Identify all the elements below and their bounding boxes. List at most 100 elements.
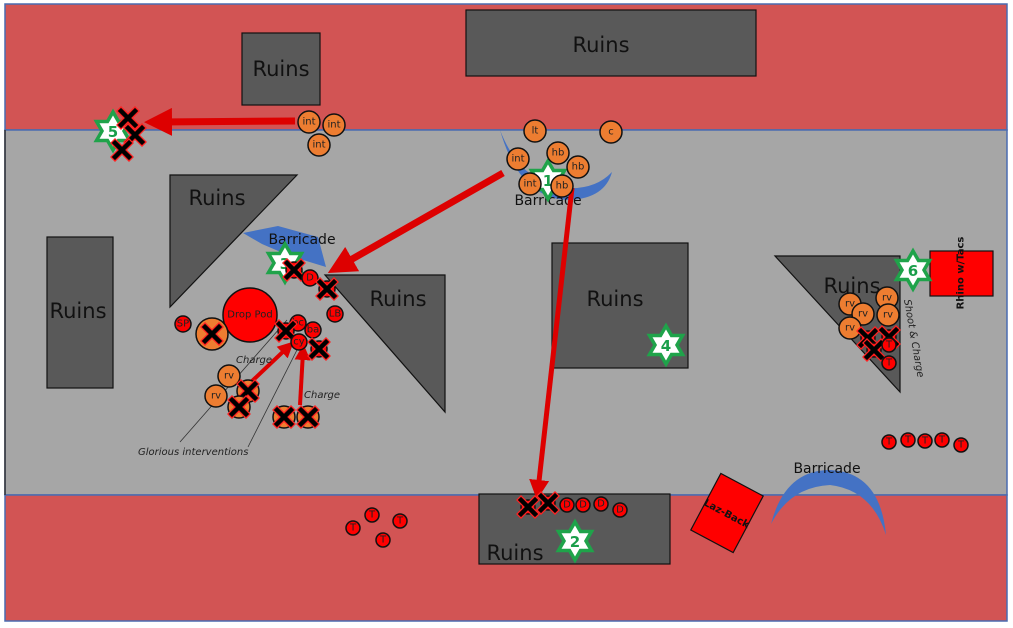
token-label: rv bbox=[882, 293, 892, 304]
attacker-token: int bbox=[297, 110, 321, 134]
objective-6: 6 bbox=[893, 247, 933, 293]
objective-number: 5 bbox=[108, 123, 118, 141]
casualty-x-icon bbox=[867, 343, 881, 357]
defender-token: T bbox=[881, 355, 897, 371]
ruins-center-square: Ruins bbox=[551, 242, 689, 369]
casualty-x-icon bbox=[205, 327, 219, 341]
token-label: int bbox=[511, 154, 524, 165]
defender-token: T bbox=[375, 532, 391, 548]
defender-token: T bbox=[953, 437, 969, 453]
token-label: rv bbox=[224, 371, 234, 382]
objective-number: 2 bbox=[570, 533, 580, 551]
casualty-x-icon bbox=[232, 400, 246, 414]
attacker-token: int bbox=[518, 172, 542, 196]
objective-2: 2 bbox=[555, 518, 595, 564]
token-label: T bbox=[396, 516, 404, 527]
defender-token bbox=[541, 496, 555, 510]
attacker-token: rv bbox=[272, 405, 296, 429]
attacker-token: rv bbox=[204, 384, 228, 408]
defender-token: ba bbox=[304, 321, 322, 339]
casualty-x-icon bbox=[301, 410, 315, 424]
ruins-triangle-center: Ruins bbox=[323, 274, 446, 414]
drop-pod: Drop Pod bbox=[222, 287, 278, 343]
defender-token: SP bbox=[174, 315, 192, 333]
attacker-token: rv bbox=[876, 303, 900, 327]
defender-token: T bbox=[881, 337, 897, 353]
attacker-token: c bbox=[599, 120, 623, 144]
token-label: T bbox=[921, 436, 929, 447]
defender-token: T bbox=[881, 434, 897, 450]
ruins-label: Ruins bbox=[572, 33, 629, 57]
rhino-vehicle: Rhino w/Tacs bbox=[929, 237, 994, 310]
token-label: rv bbox=[883, 310, 893, 321]
defender-token: cy bbox=[290, 333, 308, 351]
token-label: T bbox=[368, 510, 376, 521]
token-label: cy bbox=[293, 337, 304, 348]
ruins-label: Ruins bbox=[369, 287, 426, 311]
token-label: bc bbox=[292, 318, 304, 329]
barricade-bottom-right: Barricade bbox=[771, 461, 886, 535]
token-label: T bbox=[349, 523, 357, 534]
ruins-label: Ruins bbox=[188, 186, 245, 210]
ruins-label: Ruins bbox=[49, 299, 106, 323]
token-label: D bbox=[579, 500, 587, 511]
casualty-x-icon bbox=[312, 342, 326, 356]
token-label: D bbox=[597, 499, 605, 510]
defender-token: D bbox=[593, 496, 609, 512]
defender-token bbox=[521, 500, 535, 514]
token-label: rv bbox=[211, 391, 221, 402]
barricade-label: Barricade bbox=[268, 232, 335, 248]
token-label: hb bbox=[572, 162, 585, 173]
token-label: int bbox=[327, 120, 340, 131]
casualty-x-icon bbox=[521, 500, 535, 514]
arrow-to-objective-5 bbox=[144, 107, 296, 136]
token-label: int bbox=[312, 140, 325, 151]
token-label: lt bbox=[532, 126, 539, 137]
defender-token bbox=[319, 281, 335, 297]
token-label: hb bbox=[556, 181, 569, 192]
ruins-top-center: Ruins bbox=[465, 9, 757, 77]
defender-token: T bbox=[917, 433, 933, 449]
token-label: D bbox=[616, 505, 624, 516]
defender-token: D bbox=[301, 269, 319, 287]
attacker-token: hb bbox=[546, 141, 570, 165]
charge-annotation-1: Charge bbox=[236, 355, 272, 366]
rhino-label: Rhino w/Tacs bbox=[956, 237, 967, 310]
ruins-label: Ruins bbox=[486, 541, 543, 565]
defender-token: D bbox=[575, 497, 591, 513]
laz-back-vehicle: Laz-Back bbox=[689, 472, 765, 554]
attacker-token: lt bbox=[523, 119, 547, 143]
arrow-to-objective-3 bbox=[327, 169, 505, 273]
casualty-x-icon bbox=[277, 410, 291, 424]
objective-number: 1 bbox=[543, 172, 553, 190]
ruins-label: Ruins bbox=[586, 287, 643, 311]
defender-token: T bbox=[345, 520, 361, 536]
casualty-x-icon bbox=[287, 263, 301, 277]
objective-number: 4 bbox=[661, 337, 671, 355]
attacker-token: hb bbox=[566, 155, 590, 179]
attacker-token: hb bbox=[550, 174, 574, 198]
defender-token: T bbox=[900, 432, 916, 448]
glorious-interventions-annotation: Glorious interventions bbox=[138, 447, 248, 458]
arrow-to-objective-2 bbox=[529, 187, 575, 500]
token-label: T bbox=[379, 535, 387, 546]
attacker-token: int bbox=[506, 147, 530, 171]
token-label: rv bbox=[845, 299, 855, 310]
token-label: rv bbox=[845, 323, 855, 334]
token-label: c bbox=[608, 127, 614, 138]
defender-token bbox=[867, 343, 881, 357]
ruins-left: Ruins bbox=[46, 236, 114, 389]
attacker-token bbox=[195, 317, 229, 351]
token-label: D bbox=[306, 273, 314, 284]
token-label: T bbox=[885, 340, 893, 351]
attacker-token: int bbox=[307, 133, 331, 157]
objective-markers: 123456 bbox=[93, 108, 933, 564]
casualty-x-icon bbox=[279, 324, 293, 338]
ruins-label: Ruins bbox=[252, 57, 309, 81]
casualty-x-icon bbox=[241, 384, 255, 398]
defender-token: LB bbox=[326, 305, 344, 323]
casualty-x-icon bbox=[121, 111, 135, 125]
token-label: T bbox=[885, 437, 893, 448]
